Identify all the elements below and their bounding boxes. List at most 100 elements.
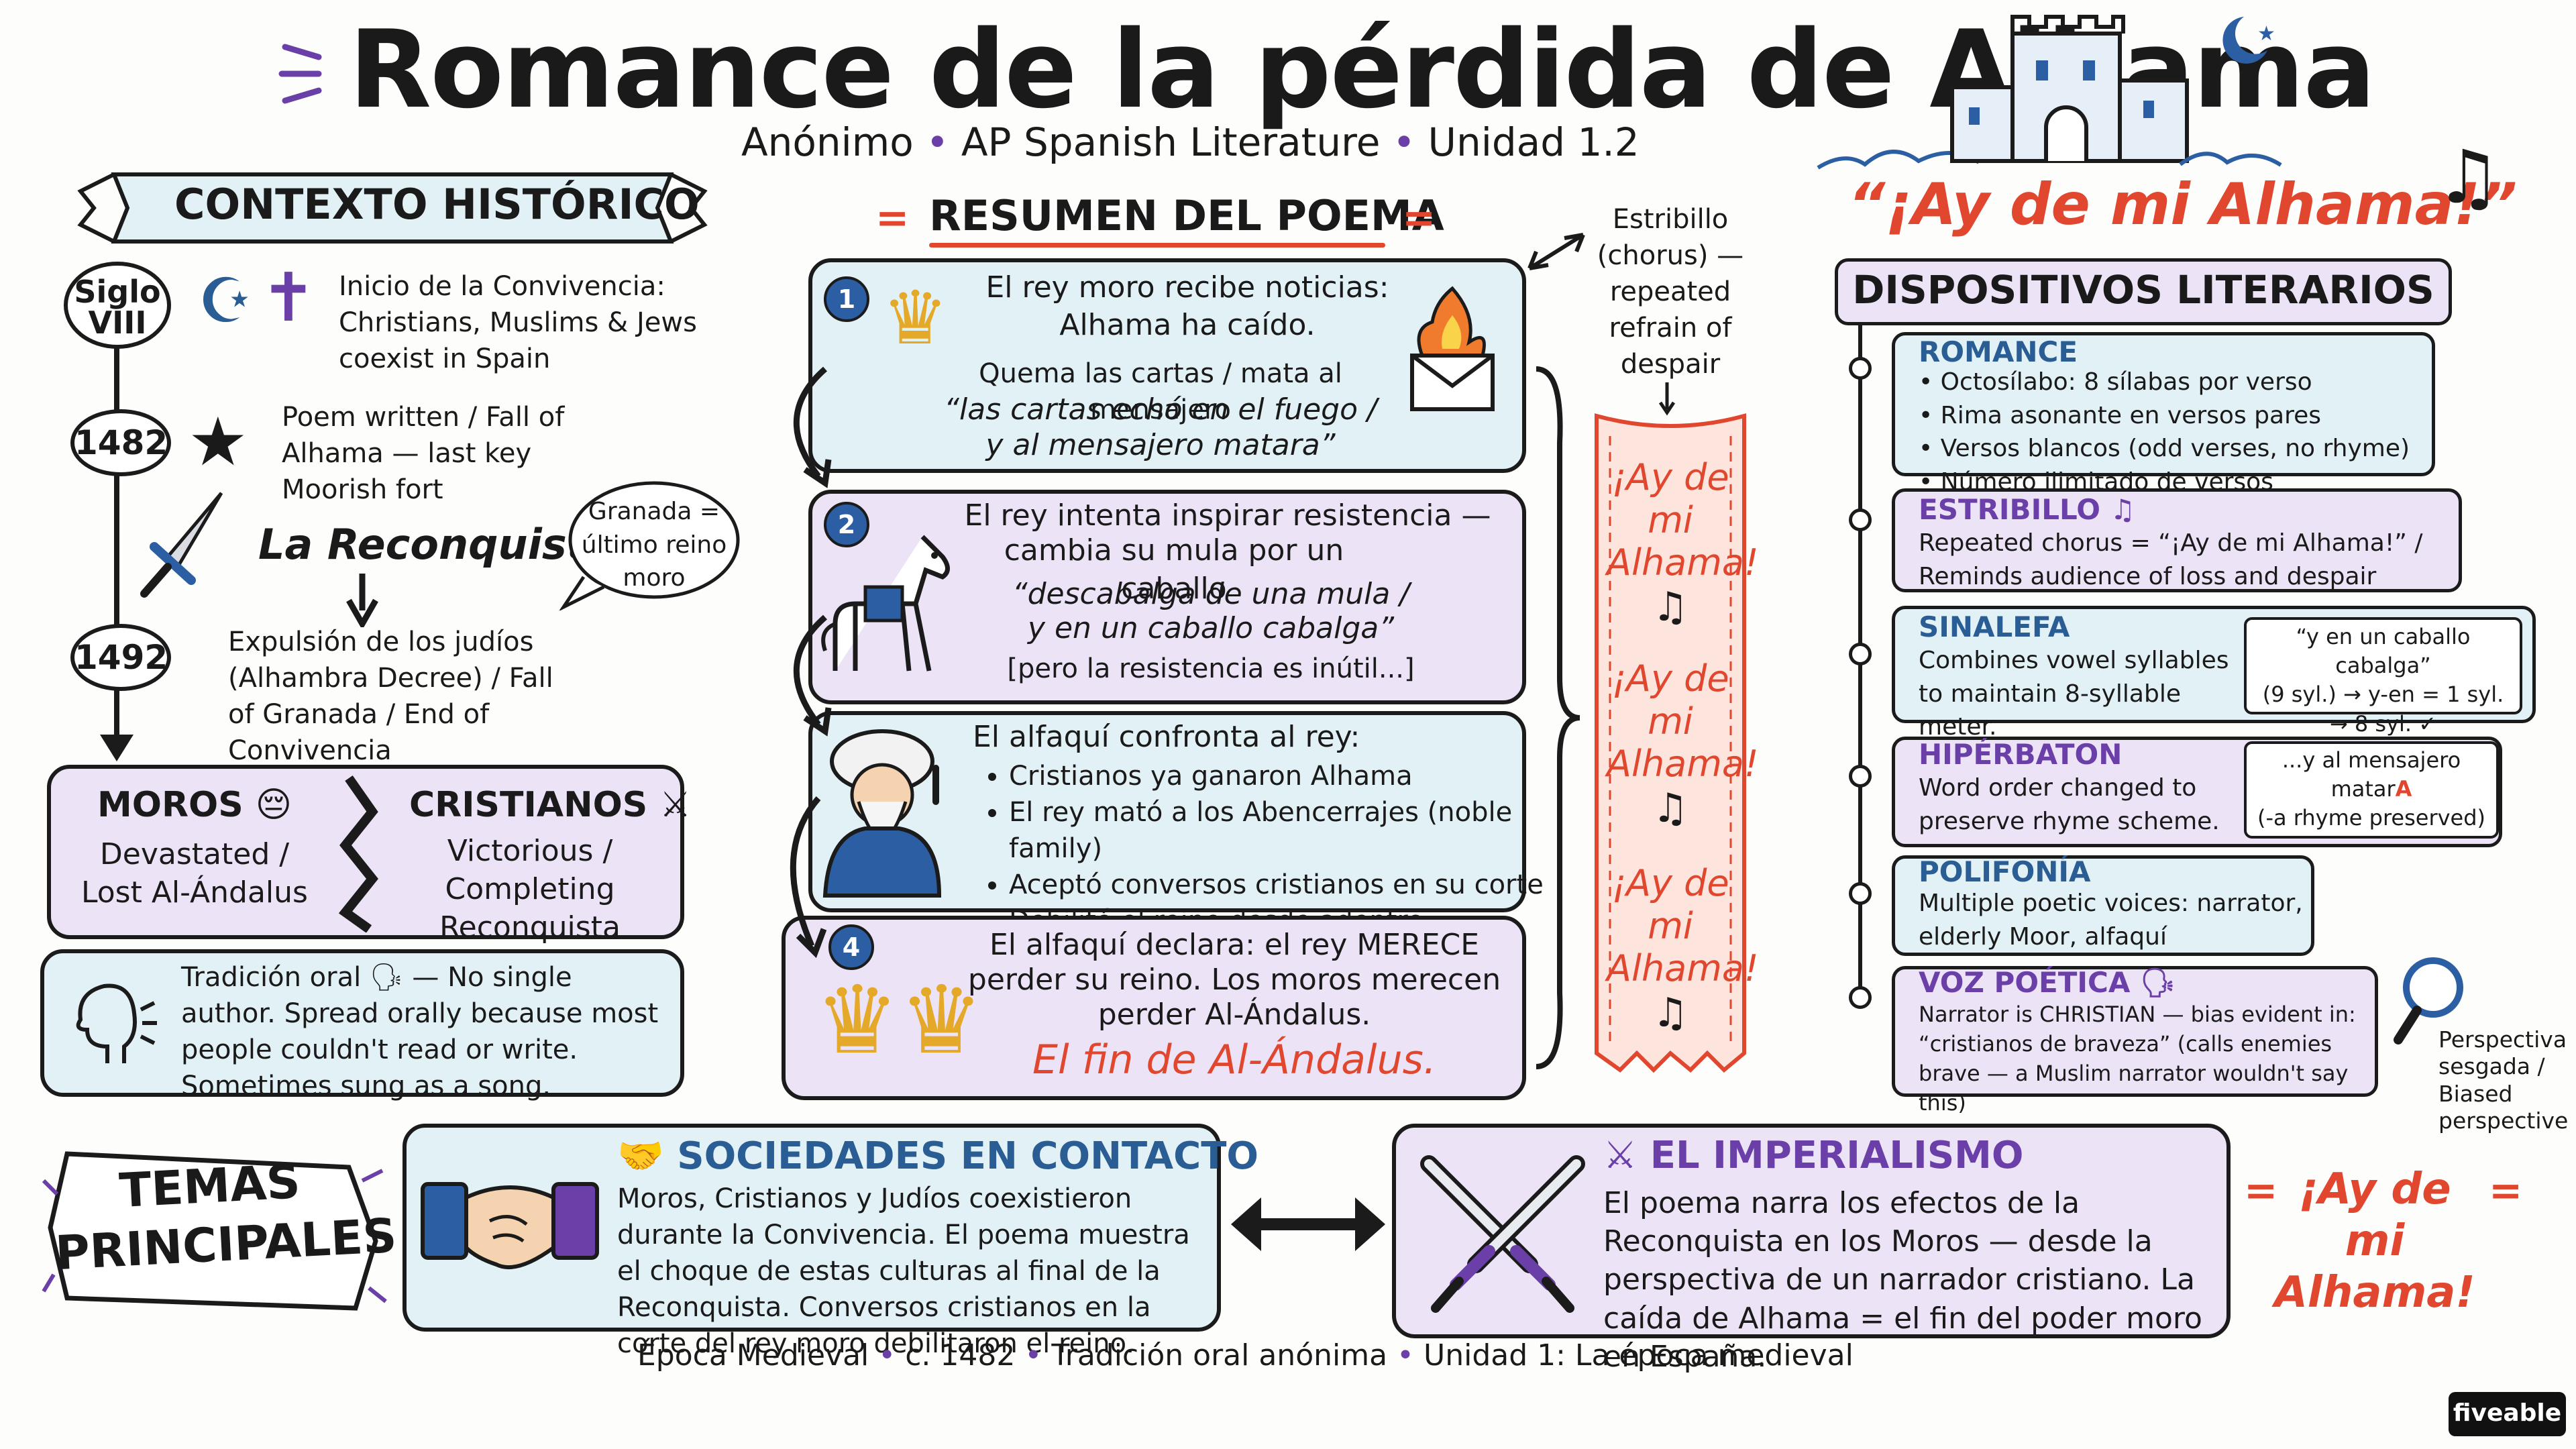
connector-dot (1849, 882, 1872, 905)
hiperbaton-example-line: ...y al mensajero (2282, 747, 2461, 773)
cristianos-text: Victorious / Completing Reconquista (439, 834, 621, 945)
sinalefa-title: SINALEFA (1919, 610, 2070, 643)
dispositivos-heading-box (1835, 258, 2452, 325)
refrain-1: ¡Ay de mi Alhama! (1607, 456, 1759, 584)
resumen-underline (929, 243, 1385, 248)
lightning-divider-icon (338, 775, 378, 932)
step-1-line-5: y al mensajero matara” (985, 428, 1336, 462)
granada-bubble-shape (559, 481, 740, 610)
brace-icon (1536, 366, 1580, 1069)
perspectiva-label: Perspectiva sesgada / Biased perspective (2438, 1026, 2569, 1134)
sinalefa-example: “y en un caballo cabalga” (9 syl.) → y-e… (2247, 623, 2519, 739)
timeline-node-1492: 1492 (70, 624, 171, 691)
step-3-intro: El alfaquí confronta al rey: (973, 720, 1360, 754)
connector-dot (1849, 765, 1872, 788)
connector-dot (1849, 643, 1872, 665)
hiperbaton-word: matar (2330, 776, 2396, 802)
sociedades-box (402, 1124, 1221, 1332)
speaking-head-icon (76, 983, 157, 1063)
subtitle-unit: Unidad 1.2 (1428, 119, 1640, 165)
step-3-bullet: El rey mató a los Abencerrajes (noble fa… (1009, 794, 1559, 867)
music-note-icon: ♫ (1652, 584, 1688, 631)
refrain-2: ¡Ay de mi Alhama! (1607, 657, 1759, 786)
moros-title-text: MOROS (97, 785, 244, 825)
svg-text:★: ★ (2257, 22, 2275, 46)
music-note-icon: ♫ (1652, 989, 1688, 1036)
step-3-bullets: Cristianos ya ganaron Alhama El rey mató… (979, 758, 1559, 939)
step-number: 1 (824, 276, 869, 322)
timeline-date: 1492 (74, 638, 168, 677)
step-1-line-3: Quema las cartas / mata al mensajero (979, 358, 1342, 425)
timeline-date: Siglo VIII (74, 274, 161, 341)
polifonia-box (1892, 855, 2314, 956)
moros-title: MOROS 😔 (97, 785, 292, 825)
handshake-small-icon: 🤝 (617, 1134, 664, 1178)
hiperbaton-example-box (2244, 741, 2499, 839)
connector-dot (1849, 508, 1872, 531)
ay-de-mi-alhama-header: “¡Ay de mi Alhama!” (1848, 171, 2518, 238)
granada-bubble: Granada = último reino moro (581, 498, 727, 592)
burning-letter-icon (1410, 286, 1495, 411)
step-number: 2 (824, 502, 869, 547)
crossed-swords-icon: ⚔ (659, 785, 691, 825)
refrain-banner-shape (1595, 413, 1746, 1073)
crescent-icon: ☪ (198, 265, 254, 337)
double-arrow-icon (1231, 1197, 1385, 1251)
hiperbaton-example-line: matarA (2247, 775, 2496, 804)
sociedades-text: Moros, Cristianos y Judíos coexistieron … (617, 1183, 1190, 1359)
step-1-line-1: El rey moro recibe noticias: (985, 270, 1389, 305)
estribillo-title: ESTRIBILLO ♫ (1919, 493, 2136, 526)
footer-item: Época Medieval (637, 1338, 869, 1373)
sinalefa-example-box (2244, 617, 2522, 714)
polifonia-title: POLIFONÍA (1919, 855, 2091, 888)
timeline-node-1482: 1482 (70, 409, 171, 476)
fiveable-logo[interactable]: fiveable (2449, 1392, 2566, 1436)
romance-box (1892, 332, 2435, 476)
footer-item: c. 1482 (905, 1338, 1016, 1373)
voz-poetica-text: Narrator is CHRISTIAN — bias evident in:… (1919, 1002, 2356, 1116)
estribillo-text: Repeated chorus = “¡Ay de mi Alhama!” / … (1919, 529, 2423, 590)
refrain-3: ¡Ay de mi Alhama! (1607, 862, 1759, 990)
imperialismo-title-text: EL IMPERIALISMO (1650, 1134, 2024, 1177)
broken-crown-icon: ♛♛ (815, 966, 984, 1075)
sinalefa-example-line: “y en un caballo cabalga” (2296, 624, 2471, 679)
connector-dot (1849, 986, 1872, 1009)
imperialismo-text: El poema narra los efectos de la Reconqu… (1603, 1186, 2202, 1374)
romance-items: • Octosílabo: 8 sílabas por verso • Rima… (1919, 366, 2428, 499)
step-4-line-3: perder Al-Ándalus. (1097, 998, 1371, 1032)
sinalefa-example-line: (9 syl.) → y-en = 1 syl. (2262, 682, 2504, 708)
connector-dot (1849, 357, 1872, 380)
hiperbaton-title: HIPÉRBATON (1919, 738, 2123, 771)
imperialismo-box (1392, 1124, 2231, 1338)
alfaqui-icon (822, 729, 942, 898)
hiperbaton-text: Word order changed to preserve rhyme sch… (1919, 774, 2220, 835)
cross-icon: ✝ (260, 258, 317, 337)
handshake-icon (421, 1182, 599, 1270)
timeline-line (114, 322, 119, 738)
estribillo-box (1892, 488, 2462, 592)
voz-poetica-title: VOZ POÉTICA 🗣 (1919, 966, 2176, 999)
step-1-line-2: Alhama ha caído. (1059, 308, 1316, 342)
footer-item: Tradición oral anónima (1051, 1338, 1388, 1373)
ay-dashes-right-icon: = (2489, 1167, 2523, 1214)
romance-item: • Octosílabo: 8 sílabas por verso (1919, 368, 2312, 396)
step-2-line-1: El rey intenta inspirar resistencia — (964, 498, 1491, 533)
timeline-node-siglo-viii: Siglo VIII (64, 262, 171, 349)
ay-dashes-left-icon: = (2244, 1167, 2278, 1214)
reconquista-arrow-icon (346, 574, 378, 627)
sword-icon (140, 492, 223, 598)
hiperbaton-example: ...y al mensajero matarA (-a rhyme prese… (2247, 746, 2496, 833)
star-icon: ★ (188, 402, 248, 481)
resumen-heading: RESUMEN DEL POEMA (929, 191, 1444, 240)
imperialismo-title: ⚔ EL IMPERIALISMO (1603, 1134, 2023, 1177)
footer: Época Medieval • c. 1482 • Tradición ora… (637, 1338, 1854, 1373)
step-2-line-4: y en un caballo cabalga” (1027, 611, 1395, 645)
step-1-line-4: “las cartas echó en el fuego / (944, 392, 1377, 427)
magnifying-glass-icon (2394, 957, 2463, 1044)
subtitle-course: AP Spanish Literature (961, 119, 1381, 165)
horse-icon (821, 535, 950, 672)
contexto-banner-icon (77, 172, 708, 244)
sinalefa-text: Combines vowel syllables to maintain 8-s… (1919, 647, 2229, 741)
temas-sign-shape (42, 1151, 387, 1311)
step-2-line-2: cambia su mula por un caballo (1004, 533, 1344, 606)
